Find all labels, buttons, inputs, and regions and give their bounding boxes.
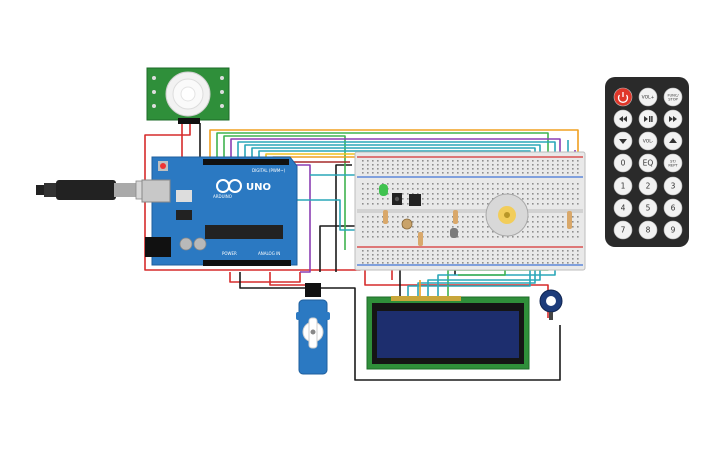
remote-button-down[interactable] <box>613 131 633 151</box>
remote-button-0[interactable]: 0 <box>613 153 633 173</box>
remote-button-eq[interactable]: EQ <box>638 153 658 173</box>
resistor-3 <box>453 210 458 224</box>
ir-receiver <box>392 193 402 205</box>
remote-button-label: 4 <box>621 204 626 213</box>
green-led <box>379 184 388 196</box>
remote-button-9[interactable]: 9 <box>663 220 683 240</box>
remote-button-label: 1 <box>621 182 626 191</box>
remote-button-4[interactable]: 4 <box>613 198 633 218</box>
remote-button-3[interactable]: 3 <box>663 176 683 196</box>
power-icon <box>617 94 629 103</box>
photoresistor <box>401 218 413 230</box>
servo-motor[interactable] <box>296 283 330 375</box>
board-sub: ARDUINO <box>213 194 232 199</box>
analog-header <box>203 260 291 266</box>
ir-remote[interactable]: VOL+ FUNC/STOP VOL- 0 EQ ST/REPT 1 2 3 4 5 6 7 8 9 <box>605 77 689 247</box>
arduino-logo-icon <box>216 179 242 193</box>
pir-sensor[interactable] <box>146 67 230 124</box>
rewind-icon <box>619 116 627 122</box>
remote-button-grid: VOL+ FUNC/STOP VOL- 0 EQ ST/REPT 1 2 3 4 5 6 7 8 9 <box>613 87 683 240</box>
remote-button-vol-up[interactable]: VOL+ <box>638 87 658 107</box>
remote-button-label: 3 <box>671 182 676 191</box>
transistor <box>450 228 458 238</box>
remote-button-next[interactable] <box>663 109 683 129</box>
arduino-board[interactable]: UNO ARDUINO DIGITAL (PWM~) POWER ANALOG … <box>141 156 298 266</box>
remote-button-vol-down[interactable]: VOL- <box>638 131 658 151</box>
remote-button-label: 2 <box>646 182 651 191</box>
microcontroller-chip <box>205 225 283 239</box>
board-brand: UNO <box>246 182 271 193</box>
play-pause-icon <box>644 116 653 122</box>
resistor-1 <box>383 210 388 224</box>
remote-button-6[interactable]: 6 <box>663 198 683 218</box>
remote-button-label: 8 <box>646 226 651 235</box>
remote-button-label: VOL- <box>643 139 654 145</box>
remote-button-1[interactable]: 1 <box>613 176 633 196</box>
analog-label: ANALOG IN <box>258 251 280 256</box>
remote-button-label: 5 <box>646 204 651 213</box>
potentiometer[interactable] <box>539 289 563 320</box>
resistor-4 <box>567 211 572 229</box>
remote-button-2[interactable]: 2 <box>638 176 658 196</box>
remote-button-label: EQ <box>643 159 654 168</box>
remote-button-label: ST/REPT <box>668 159 678 167</box>
usb-cable <box>36 180 159 200</box>
remote-button-label: VOL+ <box>642 95 655 101</box>
remote-button-7[interactable]: 7 <box>613 220 633 240</box>
power-label: POWER <box>222 251 237 256</box>
driver-chip <box>409 194 421 206</box>
remote-button-power[interactable] <box>613 87 633 107</box>
fast-forward-icon <box>669 116 677 122</box>
remote-button-prev[interactable] <box>613 109 633 129</box>
remote-button-st-rept[interactable]: ST/REPT <box>663 153 683 173</box>
remote-button-5[interactable]: 5 <box>638 198 658 218</box>
remote-button-8[interactable]: 8 <box>638 220 658 240</box>
digital-header <box>203 159 289 165</box>
digital-label: DIGITAL (PWM~) <box>252 168 286 173</box>
down-arrow-icon <box>619 139 627 144</box>
remote-button-label: 6 <box>671 204 676 213</box>
remote-button-label: 7 <box>621 226 626 235</box>
breadboard[interactable] <box>354 151 586 271</box>
remote-button-label: FUNC/STOP <box>667 93 679 101</box>
remote-button-label: 9 <box>671 226 676 235</box>
up-arrow-icon <box>669 138 677 143</box>
breadboard-holes <box>362 160 579 264</box>
resistor-2 <box>418 232 423 246</box>
remote-button-label: 0 <box>621 159 626 168</box>
remote-button-play-pause[interactable] <box>638 109 658 129</box>
lcd-display[interactable] <box>366 296 530 370</box>
remote-button-func-stop[interactable]: FUNC/STOP <box>663 87 683 107</box>
dc-motor[interactable] <box>485 193 529 237</box>
remote-button-up[interactable] <box>663 131 683 151</box>
